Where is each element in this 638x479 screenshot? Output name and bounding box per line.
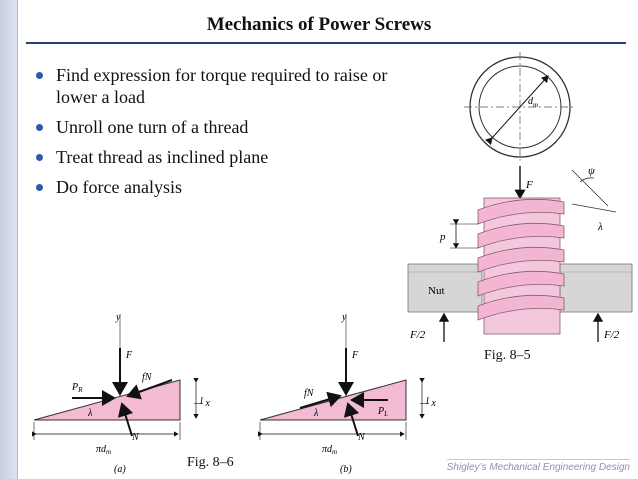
lead-label: l <box>200 396 203 407</box>
book-credit: Shigley’s Mechanical Engineering Design <box>446 459 630 473</box>
pi-dm-label: πdm <box>322 444 337 456</box>
bullet-text: Treat thread as inclined plane <box>56 147 269 167</box>
slide-side-bar <box>0 0 18 479</box>
y-axis-label: y <box>115 312 121 323</box>
figure-8-6b-inclined-plane-lower: y — x F PL fN N λ l πdm (b) <box>257 312 436 475</box>
figure-8-5-power-screw: dm F ψ λ Nut p F/2 F/2 <box>407 52 633 342</box>
pi-dm-label: πdm <box>96 444 111 456</box>
title-rule <box>26 42 626 44</box>
slide-title: Mechanics of Power Screws <box>206 14 432 35</box>
force-F-label: F <box>351 350 359 361</box>
y-axis-label: y <box>341 312 347 323</box>
normal-N-label: N <box>357 432 366 443</box>
normal-N-arrow <box>343 402 360 437</box>
screw-threads <box>477 198 565 321</box>
friction-fN-label: fN <box>142 372 153 383</box>
bullet-item: Do force analysis <box>36 176 396 198</box>
reaction-label-left: F/2 <box>409 329 426 341</box>
fig-8-6-caption: Fig. 8–6 <box>187 455 234 470</box>
friction-fN-arrow <box>299 391 342 409</box>
force-PL-label: PL <box>377 406 388 418</box>
bullet-text: Do force analysis <box>56 177 182 197</box>
bullet-dot <box>36 124 43 131</box>
figure-8-6a-inclined-plane-raise: y — x F PR fN N λ l πdm (a) <box>31 312 210 475</box>
nut-label: Nut <box>428 285 445 297</box>
lambda-label: λ <box>87 408 93 419</box>
load-label: F <box>525 179 533 191</box>
normal-N-label: N <box>131 432 140 443</box>
subfigure-a-label: (a) <box>114 464 126 475</box>
friction-fN-arrow <box>126 379 173 400</box>
psi-label: ψ <box>588 165 595 177</box>
dm-arrow <box>485 75 549 146</box>
bullet-dot <box>36 72 43 79</box>
bullet-dot <box>36 154 43 161</box>
friction-fN-label: fN <box>304 388 315 399</box>
bullet-item: Unroll one turn of a thread <box>36 116 396 138</box>
nut-block-right <box>559 263 633 313</box>
lambda-label: λ <box>313 408 319 419</box>
bullet-text: Unroll one turn of a thread <box>56 117 249 137</box>
bullet-dot <box>36 184 43 191</box>
bullet-text: Find expression for torque required to r… <box>56 65 388 107</box>
force-F-label: F <box>125 350 133 361</box>
fig-8-5-caption: Fig. 8–5 <box>484 348 531 363</box>
x-axis-label: — x <box>193 398 210 409</box>
x-axis-label: — x <box>419 398 436 409</box>
force-PR-label: PR <box>71 382 83 394</box>
lead-label: l <box>426 396 429 407</box>
bullet-item: Treat thread as inclined plane <box>36 146 396 168</box>
normal-N-arrow <box>117 402 134 437</box>
pitch-label: p <box>439 231 446 243</box>
bullet-item: Find expression for torque required to r… <box>36 64 396 108</box>
reaction-label-right: F/2 <box>603 329 620 341</box>
lambda-label-85: λ <box>597 221 603 233</box>
nut-block-left <box>407 263 483 313</box>
bullet-list: Find expression for torque required to r… <box>36 64 396 206</box>
subfigure-b-label: (b) <box>340 464 352 475</box>
dm-label: dm <box>528 96 538 109</box>
